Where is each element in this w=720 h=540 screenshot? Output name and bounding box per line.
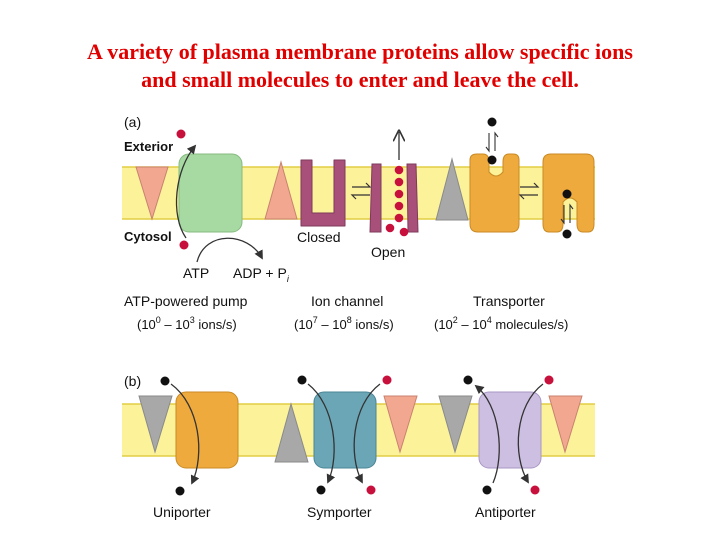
uniporter-arrow <box>170 383 200 485</box>
transporter-open-out <box>469 153 520 233</box>
red-ion-dot <box>385 223 395 233</box>
pump-name: ATP-powered pump <box>124 293 248 309</box>
black-solute-dot <box>175 486 185 496</box>
symporter-arrow-2 <box>353 383 381 484</box>
channel-rate: (107 – 108 ions/s) <box>294 315 394 332</box>
panel-b-label: (b) <box>124 373 141 389</box>
solute-exchange-arrows-bottom <box>560 203 574 225</box>
pump-transport-arrow <box>175 144 197 239</box>
red-ion-dot <box>394 201 404 211</box>
red-ion-dot <box>399 227 409 237</box>
red-ion-dot <box>394 189 404 199</box>
transporter-name: Transporter <box>473 293 545 309</box>
panel-a-label: (a) <box>124 114 141 130</box>
red-ion-dot <box>530 485 540 495</box>
solute-exchange-arrows-top <box>485 131 499 153</box>
salmon-cone-b1 <box>383 395 418 454</box>
title-line-2: and small molecules to enter and leave t… <box>141 67 579 92</box>
black-solute-dot <box>487 155 497 165</box>
black-solute-dot <box>297 375 307 385</box>
red-ion-dot <box>394 177 404 187</box>
gray-cone-a <box>435 157 469 221</box>
ion-channel-open-left <box>369 163 382 233</box>
uniporter-protein <box>175 391 239 469</box>
closed-label: Closed <box>297 229 341 245</box>
salmon-cone-b2 <box>548 395 583 454</box>
black-solute-dot <box>482 485 492 495</box>
ion-channel-closed <box>300 159 346 227</box>
atp-label: ATP <box>183 265 209 281</box>
atp-pump-protein <box>178 153 243 233</box>
black-solute-dot <box>160 376 170 386</box>
atp-hydrolysis-arrow <box>196 237 263 263</box>
antiporter-arrow-out <box>474 384 500 484</box>
antiporter-protein <box>478 391 542 469</box>
antiporter-arrow-in <box>517 383 544 484</box>
gray-cone-b1 <box>138 395 173 454</box>
black-solute-dot <box>562 229 572 239</box>
gray-cone-b2 <box>274 402 309 463</box>
symporter-arrow-1 <box>307 383 336 484</box>
exterior-label: Exterior <box>124 139 173 154</box>
symporter-label: Symporter <box>307 504 372 520</box>
antiporter-label: Antiporter <box>475 504 536 520</box>
ion-channel-open-right <box>406 163 419 233</box>
equilibrium-arrow-1 <box>350 182 372 200</box>
red-ion-dot <box>179 240 189 250</box>
red-ion-dot <box>394 165 404 175</box>
equilibrium-arrow-2 <box>518 182 540 200</box>
uniporter-label: Uniporter <box>153 504 211 520</box>
salmon-cone-a1 <box>135 166 169 221</box>
salmon-cone-a2 <box>264 160 298 220</box>
black-solute-dot <box>463 375 473 385</box>
transporter-rate: (102 – 104 molecules/s) <box>434 315 568 332</box>
open-label: Open <box>371 244 405 260</box>
cytosol-label: Cytosol <box>124 229 172 244</box>
adp-label: ADP + Pi <box>233 265 290 284</box>
black-solute-dot <box>562 189 572 199</box>
slide-title: A variety of plasma membrane proteins al… <box>0 38 720 94</box>
red-ion-dot <box>176 129 186 139</box>
red-ion-dot <box>366 485 376 495</box>
red-ion-dot <box>394 213 404 223</box>
black-solute-dot <box>487 117 497 127</box>
red-ion-dot <box>544 375 554 385</box>
title-line-1: A variety of plasma membrane proteins al… <box>87 39 633 64</box>
black-solute-dot <box>316 485 326 495</box>
red-ion-dot <box>382 375 392 385</box>
gray-cone-b3 <box>438 395 473 454</box>
channel-name: Ion channel <box>311 293 383 309</box>
pump-rate: (100 – 103 ions/s) <box>137 315 237 332</box>
